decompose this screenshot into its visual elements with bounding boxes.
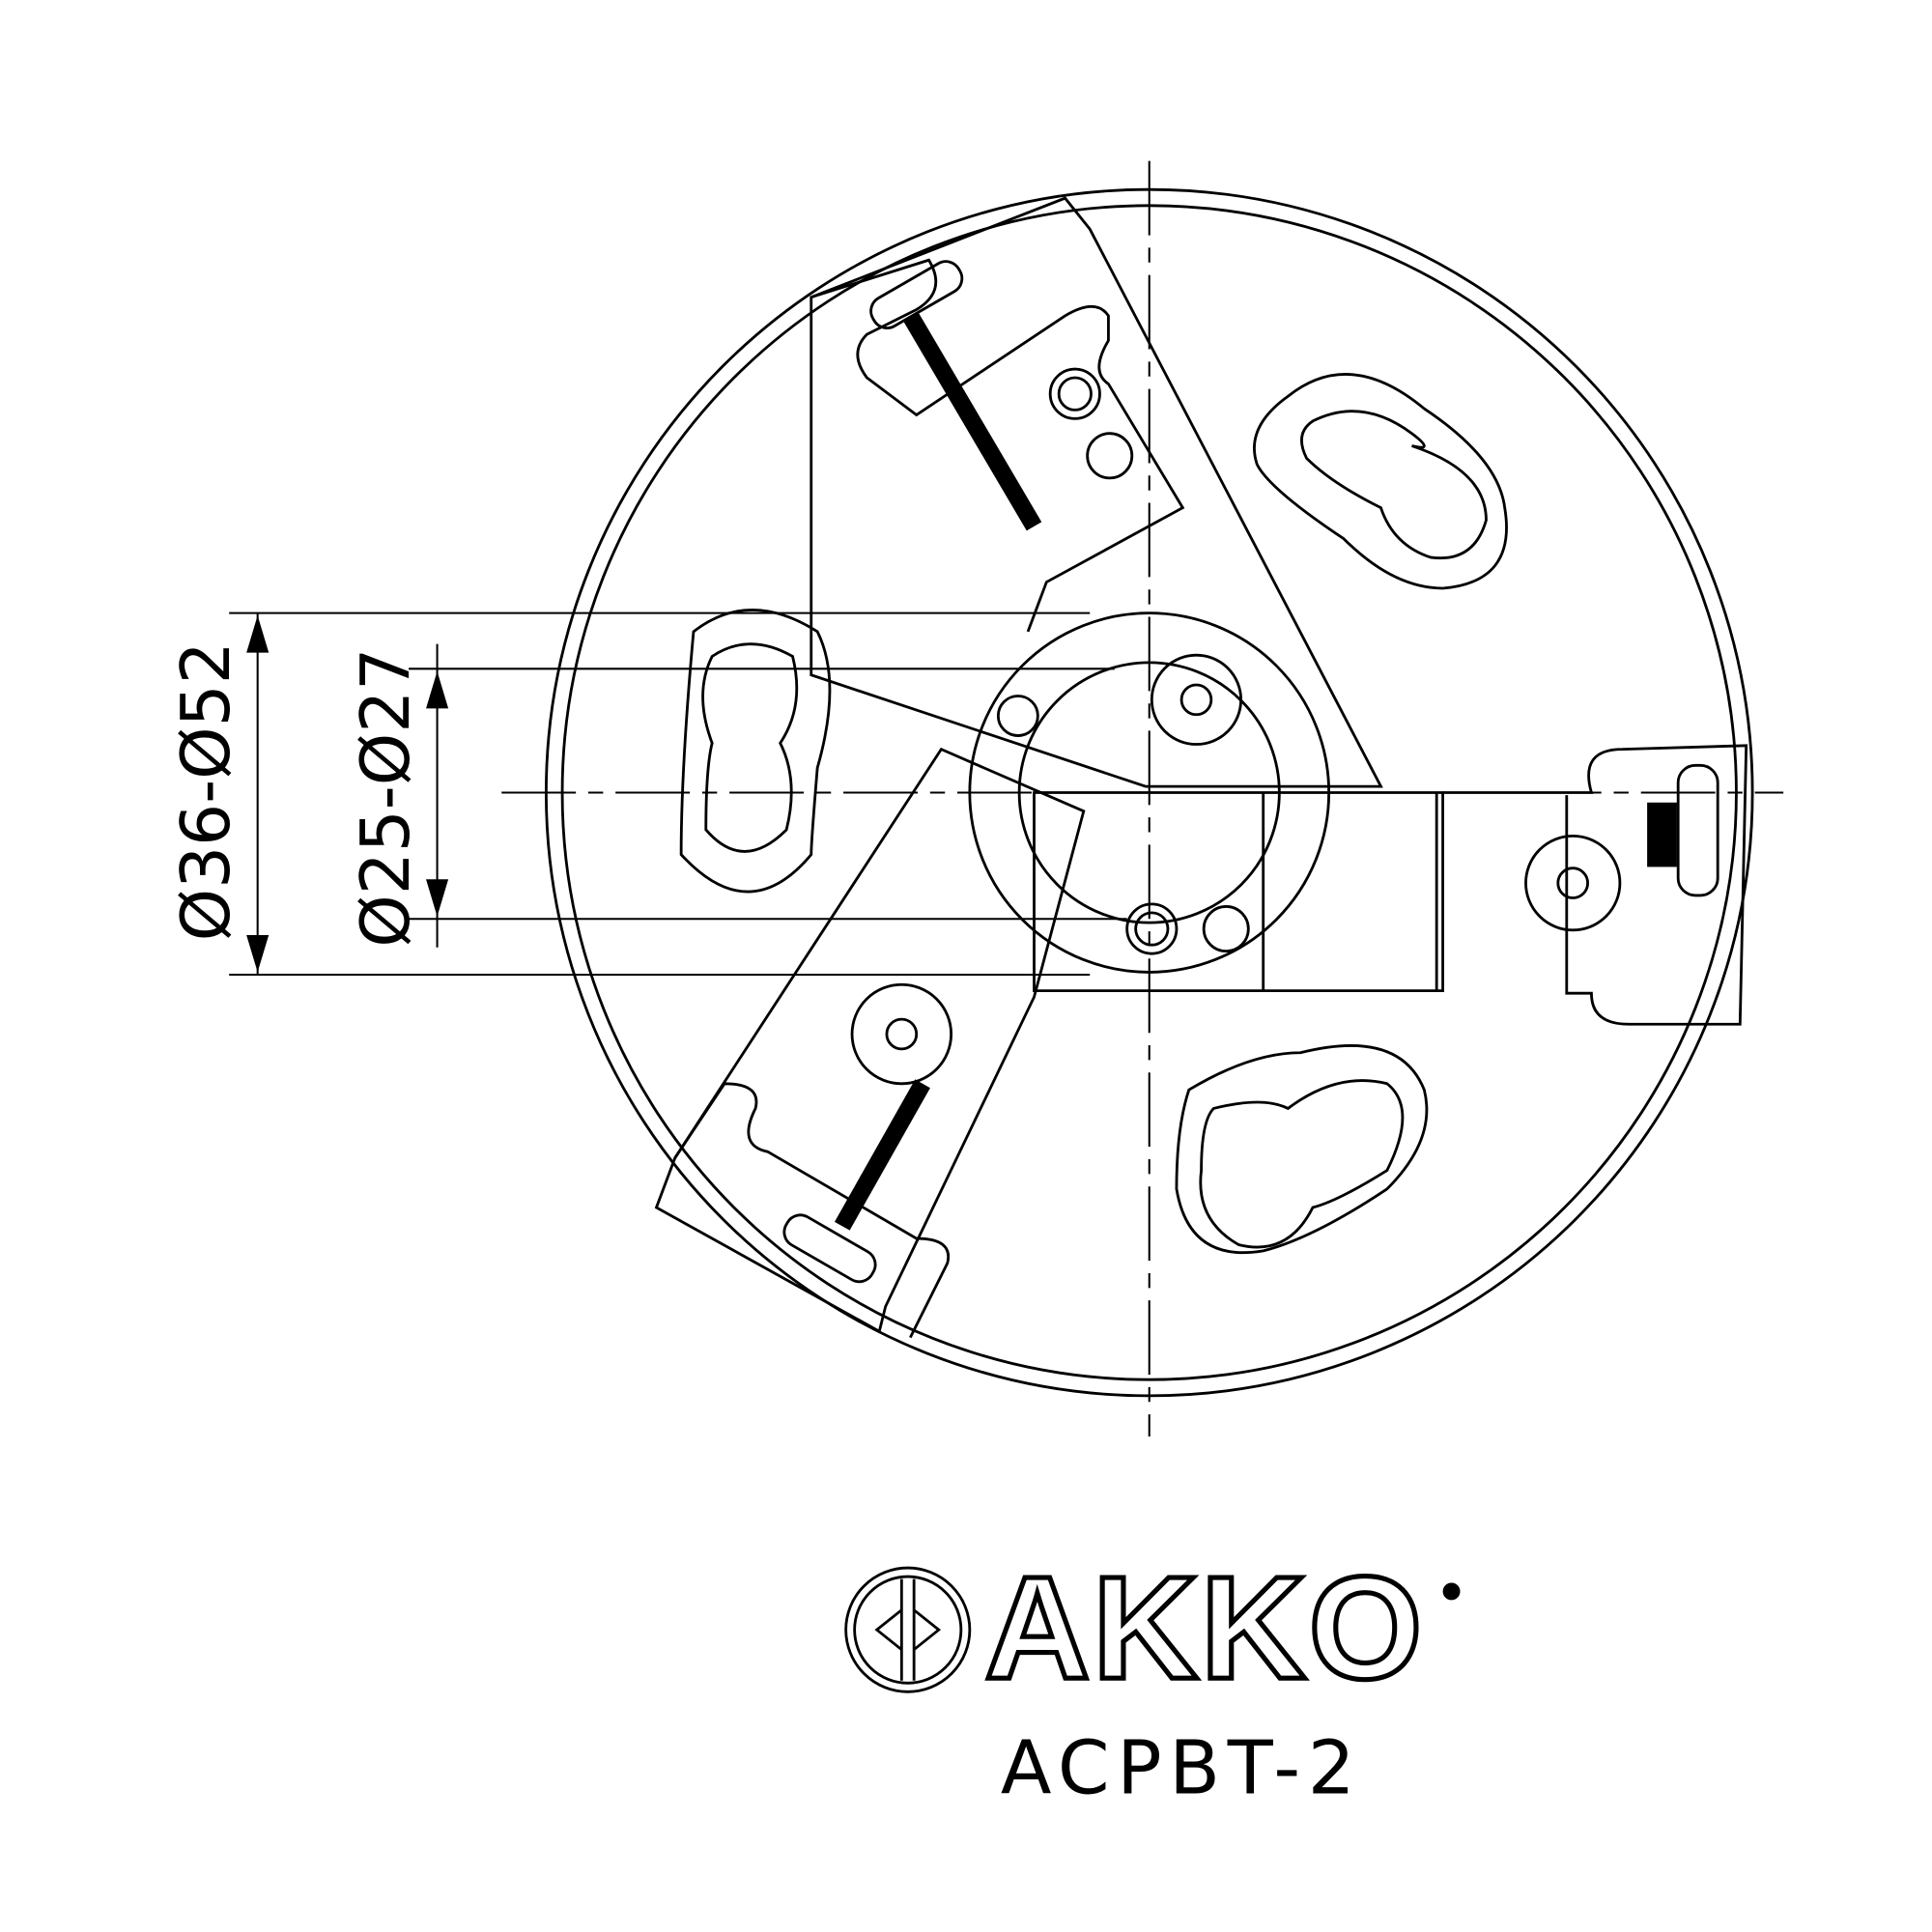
registered-mark [1442,1582,1461,1601]
clamp-arm-top [810,196,1383,788]
screw-head-right [1676,763,1719,897]
dimension-outer-label: Ø36-Ø52 [168,641,245,941]
model-number: ACPBT-2 [1001,1725,1363,1811]
brand-name: AKKO [984,1547,1425,1710]
dimension-outer: Ø36-Ø52 [168,611,1091,976]
dimension-inner: Ø25-Ø27 [348,643,1127,948]
cap-screw-top [1150,653,1243,746]
screw-head-bottom [782,1213,877,1284]
bolt-hole [1125,902,1179,955]
cap-screw-right [1524,834,1622,932]
bolt-hole [1086,432,1134,480]
akko-logo: AKKO [844,1545,1461,1713]
bolt-hole [1048,367,1101,420]
keyhole-slot-left [679,609,832,894]
cap-screw-bottom [850,982,953,1086]
threaded-rod-top [902,311,1042,531]
keyhole-slot-bottom-right [1175,1044,1429,1255]
threaded-rod-bottom [834,1079,930,1231]
inner-body-circle [560,204,1738,1381]
clamp-arm-right [1033,744,1748,1026]
bolt-hole [1202,905,1250,953]
outer-body-circle [544,187,1754,1398]
bolt-hole [996,695,1039,737]
logo-emblem [844,1566,972,1693]
clamp-arm-bottom-left [654,695,1250,1339]
dimension-inner-label: Ø25-Ø27 [348,648,425,948]
keyhole-slot-top-right [1253,373,1508,590]
threaded-rod-right [1647,802,1677,867]
screw-head-top [869,260,964,329]
